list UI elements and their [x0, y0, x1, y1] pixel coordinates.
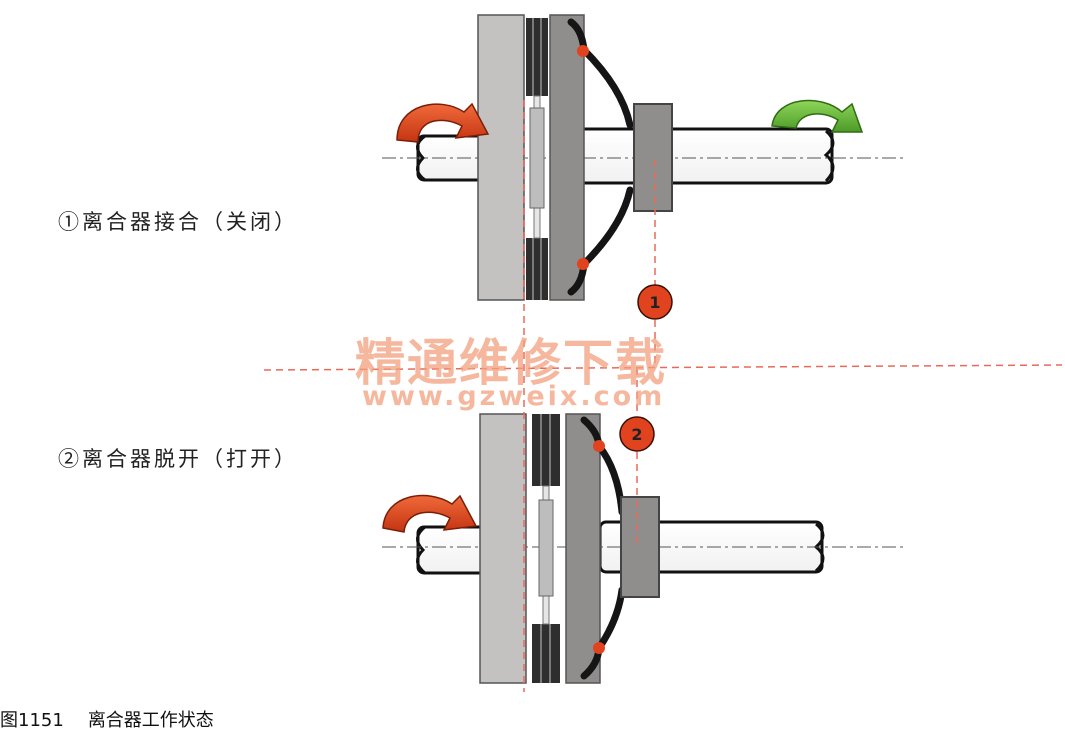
- figure-number: 图1151: [0, 710, 64, 731]
- clutch-disc: [532, 414, 560, 683]
- spring-pivot: [577, 258, 589, 270]
- curved-arrow-icon: [771, 99, 864, 133]
- release-bearing: [620, 496, 660, 598]
- flywheel: [479, 413, 527, 684]
- output-shaft: [568, 127, 834, 185]
- marker-1-text: 1: [649, 293, 660, 312]
- release-bearing: [633, 103, 673, 212]
- figure-title: 离合器工作状态: [87, 710, 214, 731]
- watermark-title: 精通维修下载: [355, 333, 667, 392]
- input-shaft-break: [416, 525, 426, 575]
- clutch-disc: [526, 18, 548, 300]
- guide-lines: [263, 100, 1063, 692]
- marker-2-text: 2: [631, 425, 642, 444]
- watermark-url: www.gzweix.com: [362, 381, 666, 412]
- spring-pivot: [577, 45, 589, 57]
- figure-caption: 图1151 离合器工作状态: [0, 706, 238, 732]
- input-shaft: [416, 525, 490, 575]
- curved-arrow-icon: [396, 102, 490, 143]
- marker-2: 2: [619, 416, 655, 452]
- spring-pivot: [593, 440, 605, 452]
- pressure-plate: [549, 14, 585, 301]
- engaged-state-label: ①离合器接合（关闭）: [58, 210, 298, 234]
- marker-1: 1: [637, 284, 673, 320]
- flywheel: [477, 14, 525, 301]
- disengaged-state-label: ②离合器脱开（打开）: [58, 447, 298, 471]
- input-shaft-break: [416, 134, 426, 182]
- engaged-assembly: [382, 14, 905, 301]
- spring-pivot: [593, 642, 605, 654]
- curved-arrow-icon: [382, 494, 478, 533]
- disengaged-assembly: [382, 413, 905, 684]
- output-shaft-break: [823, 129, 835, 183]
- pressure-plate: [565, 413, 601, 684]
